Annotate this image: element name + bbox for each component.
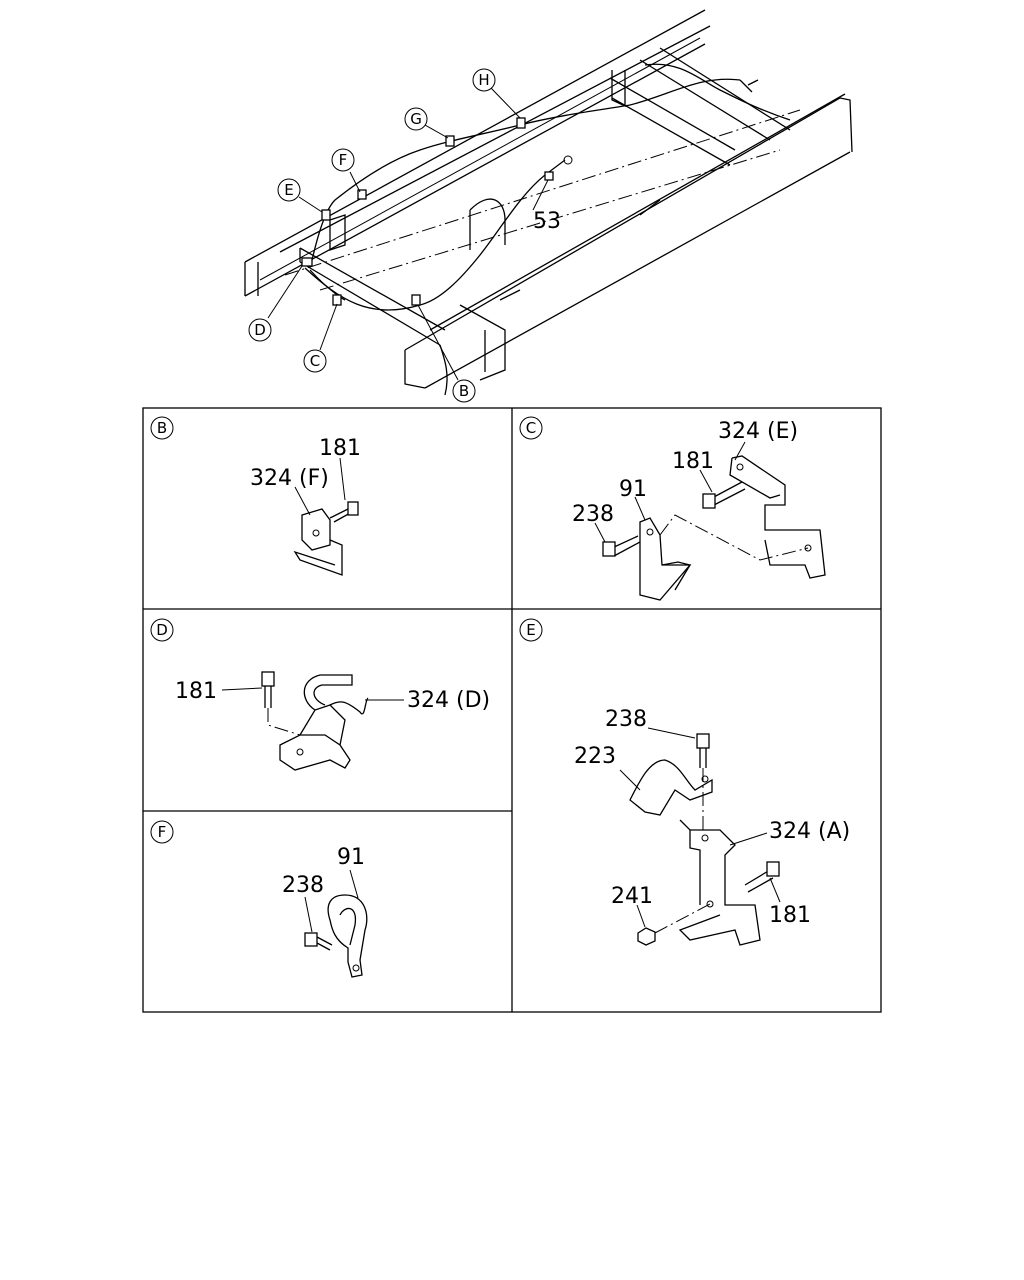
callout-c: C	[303, 349, 327, 373]
clamp-91	[327, 894, 368, 978]
label-324f: 324 (F)	[250, 466, 329, 491]
bolt-181	[261, 671, 301, 736]
detail-grid	[142, 407, 882, 1013]
callout-h: H	[472, 68, 496, 92]
callout-g: G	[404, 107, 428, 131]
label-91: 91	[337, 845, 365, 870]
clamp-91	[639, 517, 692, 601]
part-label-53: 53	[533, 209, 561, 234]
svg-text:B: B	[459, 382, 469, 400]
callout-d: D	[248, 318, 272, 342]
detail-panel-b: B 181 324 (F)	[150, 416, 361, 576]
label-223: 223	[574, 744, 616, 769]
svg-text:H: H	[478, 71, 489, 89]
nut-241	[637, 903, 711, 946]
label-181: 181	[672, 449, 714, 474]
svg-text:G: G	[410, 110, 422, 128]
clamp-223	[629, 759, 713, 816]
svg-text:D: D	[156, 621, 168, 639]
bracket-324d	[279, 674, 369, 771]
bolt-181	[329, 501, 359, 523]
svg-text:D: D	[254, 321, 266, 339]
label-324a: 324 (A)	[769, 819, 850, 844]
label-238: 238	[605, 707, 647, 732]
label-181: 181	[319, 436, 361, 461]
callout-b: B	[452, 379, 476, 403]
callout-f: F	[331, 148, 355, 172]
detail-panel-f: F 91 238	[150, 820, 368, 978]
bracket-324e	[729, 455, 826, 579]
bracket-324a	[678, 819, 761, 946]
label-324e: 324 (E)	[718, 419, 798, 444]
svg-text:B: B	[157, 419, 167, 437]
bolt-181	[702, 481, 746, 509]
bolt-238	[696, 733, 710, 768]
label-238: 238	[282, 873, 324, 898]
svg-text:E: E	[526, 621, 535, 639]
detail-panel-d: D 181 324 (D)	[150, 618, 490, 771]
svg-text:C: C	[526, 419, 536, 437]
label-91: 91	[619, 477, 647, 502]
bolt-238	[304, 932, 333, 951]
chassis-overview: H G F E D C B 53	[244, 9, 853, 403]
svg-text:F: F	[158, 823, 167, 841]
bolt-181	[744, 861, 780, 893]
callout-e: E	[277, 178, 301, 202]
bracket-324f	[293, 508, 343, 576]
svg-text:E: E	[284, 181, 293, 199]
label-181: 181	[175, 679, 217, 704]
label-324d: 324 (D)	[407, 688, 490, 713]
detail-panel-e: E 238 223 324 (A) 24	[519, 618, 850, 946]
detail-panel-c: C 324 (E) 181 91 238	[519, 416, 826, 601]
label-241: 241	[611, 884, 653, 909]
bolt-238	[602, 535, 641, 557]
label-181: 181	[769, 903, 811, 928]
svg-text:F: F	[339, 151, 348, 169]
svg-text:C: C	[310, 352, 320, 370]
label-238: 238	[572, 502, 614, 527]
